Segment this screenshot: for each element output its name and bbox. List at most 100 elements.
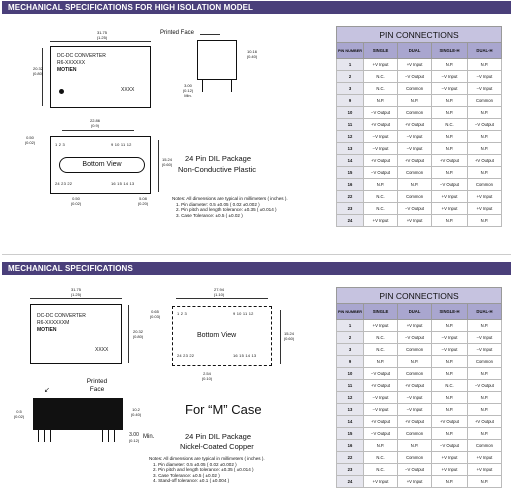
pin-function-cell: +V Input xyxy=(362,58,399,71)
pin-function-cell: N.P. xyxy=(431,355,468,368)
pin-function-cell: N.C. xyxy=(362,202,399,215)
pin-function-cell: +V Input xyxy=(431,202,468,215)
pin-function-cell: −V Input xyxy=(466,70,503,83)
pin-function-cell: N.P. xyxy=(431,214,468,227)
pin-function-cell: +V Input xyxy=(466,202,503,215)
s1-note-3: 3. Case Tolerance: ±0.5 ( ±0.02 ) xyxy=(176,212,243,218)
pin-function-cell: N.P. xyxy=(362,355,399,368)
s2-left-dim-in: (0.80) xyxy=(132,334,144,339)
s2-top-dim-in: (1.25) xyxy=(70,292,82,297)
pin-function-cell: Common xyxy=(397,82,433,95)
pin-function-cell: −V Output xyxy=(362,367,399,380)
s2-note-0: Notes: All dimensions are typical in mil… xyxy=(149,456,265,461)
s2-bv-body: 1 2 3 9 10 11 12 Bottom View 24 23 22 16… xyxy=(172,306,272,366)
pin-number-cell: 12 xyxy=(336,130,364,143)
table1-header-dual-h: DUAL-H xyxy=(466,42,503,59)
table2-title: PIN CONNECTIONS xyxy=(336,287,502,304)
pin-function-cell: Common xyxy=(397,166,433,179)
pin-function-cell: N.P. xyxy=(466,166,503,179)
pin-function-cell: N.P. xyxy=(431,475,468,488)
s1-bv-pins-top-right: 9 10 11 12 xyxy=(111,142,132,147)
pin-function-cell: +V Output xyxy=(466,154,503,167)
pin-function-cell: Common xyxy=(397,106,433,119)
pin-number-cell: 15 xyxy=(336,166,364,179)
pin-function-cell: N.P. xyxy=(397,439,433,452)
pin-function-cell: N.C. xyxy=(362,190,399,203)
pin-function-cell: N.P. xyxy=(431,106,468,119)
s2-bv-top-dim-in: (1.10) xyxy=(213,292,225,297)
s1-note-1: 1. Pin diameter: 0.5 ±0.05 ( 0.02 ±0.002… xyxy=(176,201,260,207)
pin-function-cell: N.P. xyxy=(466,58,503,71)
pin-function-cell: −V Input xyxy=(466,343,503,356)
table2-header-single: SINGLE xyxy=(362,303,399,320)
pin-number-cell: 9 xyxy=(336,94,364,107)
s1-bv-pins-top: 1 2 3 xyxy=(55,142,65,147)
table1-header-dual: DUAL xyxy=(397,42,433,59)
pin-number-cell: 11 xyxy=(336,379,364,392)
pin-function-cell: +V Output xyxy=(431,154,468,167)
s2-bottom-view-label: Bottom View xyxy=(197,332,237,339)
s2-left-dim: 20.32 xyxy=(132,329,143,334)
pin-function-cell: N.P. xyxy=(397,94,433,107)
pin1-dot-icon xyxy=(59,89,64,94)
pin-function-cell: −V Output xyxy=(397,463,433,476)
pin-function-cell: N.P. xyxy=(466,319,503,332)
pin-number-cell: 1 xyxy=(336,319,364,332)
s1-top-dim-in: (1.25) xyxy=(96,35,108,40)
s1-side-h: 10.16 xyxy=(246,49,257,54)
pin-function-cell: −V Output xyxy=(362,427,399,440)
pin-function-cell: −V Output xyxy=(431,178,468,191)
pin-number-cell: 10 xyxy=(336,367,364,380)
s2-top-dim: 31.75 xyxy=(70,287,81,292)
pin-number-cell: 22 xyxy=(336,190,364,203)
pin-number-cell: 11 xyxy=(336,118,364,131)
s1-bv-right-dim: 15.24 xyxy=(161,157,172,162)
s1-bv-pins-bottom: 24 23 22 xyxy=(55,181,73,186)
table2-header-dual-h: DUAL-H xyxy=(466,303,503,320)
pin-function-cell: +V Input xyxy=(397,58,433,71)
pin-function-cell: −V Input xyxy=(362,142,399,155)
pin-function-cell: N.P. xyxy=(431,391,468,404)
pin-function-cell: N.P. xyxy=(431,130,468,143)
pin-function-cell: −V Input xyxy=(431,343,468,356)
s2-side-pin-in: (0.12) xyxy=(128,438,140,443)
s1-side-pin-in: (0.12) xyxy=(182,88,194,93)
s1-bv-dim-a-in: (0.02) xyxy=(70,201,82,206)
section1-banner: MECHANICAL SPECIFICATIONS FOR HIGH ISOLA… xyxy=(2,1,511,14)
pin-function-cell: N.P. xyxy=(466,142,503,155)
s1-top-dim: 31.75 xyxy=(96,30,107,35)
pin-function-cell: +V Output xyxy=(397,154,433,167)
pin-function-cell: Common xyxy=(397,190,433,203)
s2-module-brand: MOTIEN xyxy=(37,327,57,333)
pin-function-cell: −V Output xyxy=(397,331,433,344)
pin-number-cell: 14 xyxy=(336,154,364,167)
s2-bv-pins-top-right: 9 10 11 12 xyxy=(233,311,254,316)
pin-function-cell: −V Output xyxy=(397,202,433,215)
s1-bv-left-dim: 0.50 xyxy=(26,135,34,140)
s1-bv-right-dim-in: (0.60) xyxy=(161,162,173,167)
s2-bv-left-dim-in: (0.03) xyxy=(149,314,161,319)
pin-function-cell: +V Input xyxy=(431,463,468,476)
pin-function-cell: N.P. xyxy=(397,178,433,191)
pin-function-cell: N.P. xyxy=(466,475,503,488)
pin-function-cell: N.C. xyxy=(362,70,399,83)
s1-bv-left-dim-in: (0.02) xyxy=(24,140,36,145)
pin-function-cell: N.P. xyxy=(431,58,468,71)
pin-number-cell: 12 xyxy=(336,391,364,404)
s2-material: Nickel-Coated Copper xyxy=(180,442,254,451)
s2-side-left: 0.5 xyxy=(16,409,22,414)
pin-function-cell: +V Input xyxy=(431,190,468,203)
pin-function-cell: +V Input xyxy=(362,319,399,332)
s2-module-line2: R6-XXXXXXM xyxy=(37,320,70,326)
s1-side-h-in: (0.40) xyxy=(246,54,258,59)
s1-module-line2: R6-XXXXXX xyxy=(57,60,86,66)
